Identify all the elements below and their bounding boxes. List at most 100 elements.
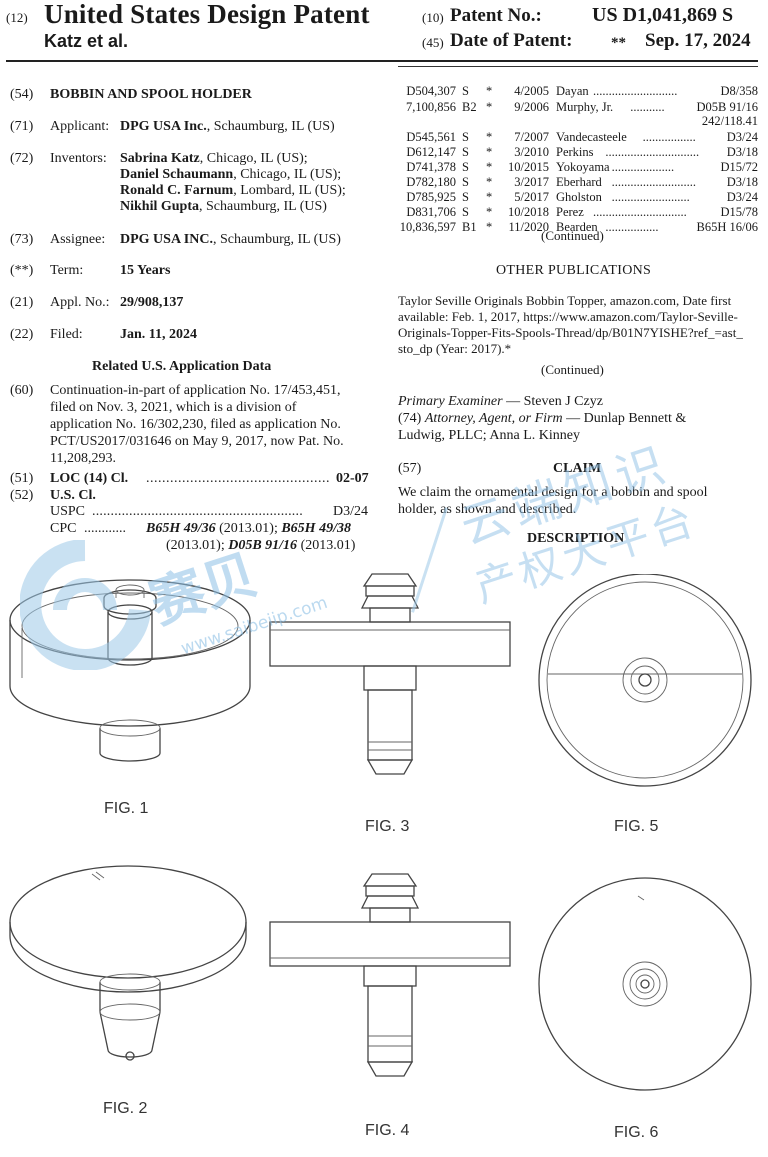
- reference-date: 5/2017: [514, 190, 549, 204]
- reference-num: D831,706: [406, 205, 456, 219]
- reference-dots: ...........: [630, 100, 665, 114]
- inid-code-21: (21): [10, 295, 34, 310]
- figure-6-label: FIG. 6: [614, 1124, 659, 1141]
- loc-dots: ........................................…: [146, 471, 330, 486]
- reference-star: *: [486, 160, 493, 174]
- inid-code-45: (45): [422, 35, 444, 50]
- reference-name: Yokoyama: [556, 160, 610, 174]
- reference-num: D782,180: [406, 175, 456, 189]
- reference-num: 7,100,856: [406, 100, 456, 114]
- continued-label: (Continued): [541, 362, 604, 377]
- reference-num: D785,925: [406, 190, 456, 204]
- claim-title: CLAIM: [553, 461, 602, 476]
- reference-num: D612,147: [406, 145, 456, 159]
- reference-name: Murphy, Jr.: [556, 100, 614, 114]
- date-of-patent: Sep. 17, 2024: [645, 30, 751, 51]
- reference-name: Gholston: [556, 190, 602, 204]
- reference-cls: D3/18: [726, 145, 758, 159]
- cpc-dots: ............: [84, 521, 126, 536]
- assignee: DPG USA INC., Schaumburg, IL (US): [120, 232, 341, 247]
- inid-code-52: (52): [10, 488, 34, 503]
- inid-code-60: (60): [10, 383, 34, 398]
- inid-code-73: (73): [10, 232, 34, 247]
- figure-4-drawing: [269, 873, 511, 1077]
- reference-cls: 242/118.41: [701, 114, 758, 128]
- appl-no: 29/908,137: [120, 295, 184, 310]
- reference-star: *: [486, 84, 493, 98]
- inid-code-54: (54): [10, 87, 34, 102]
- reference-cls: D3/24: [726, 190, 758, 204]
- reference-kind: S: [462, 175, 469, 189]
- reference-name: Perkins: [556, 145, 594, 159]
- reference-star: *: [486, 175, 493, 189]
- loc-value: 02-07: [336, 471, 369, 486]
- uspc-dots: ........................................…: [92, 504, 303, 519]
- applicant: DPG USA Inc., Schaumburg, IL (US): [120, 119, 335, 134]
- uspc-label: USPC: [50, 504, 86, 519]
- reference-date: 3/2010: [514, 145, 549, 159]
- reference-date: 11/2020: [508, 220, 549, 234]
- reference-star: *: [486, 130, 493, 144]
- reference-kind: S: [462, 130, 469, 144]
- inid-code-51: (51): [10, 471, 34, 486]
- description-title: DESCRIPTION: [527, 531, 625, 546]
- reference-star: *: [486, 220, 493, 234]
- term-value: 15 Years: [120, 263, 171, 278]
- assignee-label: Assignee:: [50, 232, 106, 247]
- reference-num: D741,378: [406, 160, 456, 174]
- figure-3-label: FIG. 3: [365, 818, 410, 835]
- cpc-line-1: B65H 49/36 (2013.01); B65H 49/38: [146, 521, 351, 536]
- figure-3-drawing: [269, 573, 511, 775]
- applicant-label: Applicant:: [50, 119, 110, 134]
- continued-label: (Continued): [541, 228, 604, 243]
- inventor-line: Sabrina Katz, Chicago, IL (US);: [120, 151, 308, 166]
- inid-code-72: (72): [10, 151, 34, 166]
- inid-code-term: (**): [10, 263, 34, 278]
- reference-star: *: [486, 145, 493, 159]
- header-rule: [6, 60, 758, 62]
- figure-5-drawing: [538, 574, 752, 787]
- reference-name: Eberhard: [556, 175, 602, 189]
- inid-code-10: (10): [422, 10, 444, 25]
- continuation-text: Continuation-in-part of application No. …: [50, 383, 344, 466]
- inventor-line: Ronald C. Farnum, Lombard, IL (US);: [120, 183, 346, 198]
- design-title: BOBBIN AND SPOOL HOLDER: [50, 87, 252, 102]
- figure-2-label: FIG. 2: [103, 1100, 148, 1117]
- attorney-line-2: Ludwig, PLLC; Anna L. Kinney: [398, 428, 580, 443]
- reference-cls: D15/72: [720, 160, 759, 174]
- inid-code-12: (12): [6, 10, 28, 25]
- cpc-label: CPC: [50, 521, 77, 536]
- reference-date: 9/2006: [514, 100, 549, 114]
- reference-date: 10/2015: [508, 160, 549, 174]
- reference-kind: B1: [462, 220, 477, 234]
- reference-star: *: [486, 205, 493, 219]
- reference-dots: .................: [642, 130, 696, 144]
- reference-dots: ..............................: [593, 205, 687, 219]
- reference-name: Dayan: [556, 84, 589, 98]
- reference-kind: S: [462, 160, 469, 174]
- term-label: Term:: [50, 263, 84, 278]
- reference-dots: ..............................: [605, 145, 700, 159]
- inid-code-22: (22): [10, 327, 34, 342]
- figure-1-drawing: [9, 579, 251, 762]
- reference-cls: D3/24: [726, 130, 758, 144]
- reference-kind: S: [462, 190, 469, 204]
- reference-star: *: [486, 190, 493, 204]
- figure-2-drawing: [9, 865, 247, 1061]
- inventor-line: Daniel Schaumann, Chicago, IL (US);: [120, 167, 342, 182]
- reference-star: *: [486, 100, 493, 114]
- figure-6-drawing: [538, 877, 752, 1091]
- patent-number-label: Patent No.:: [450, 5, 542, 26]
- claim-text: We claim the ornamental design for a bob…: [398, 485, 708, 517]
- figure-1-label: FIG. 1: [104, 800, 149, 817]
- filed-label: Filed:: [50, 327, 83, 342]
- reference-name: Vandecasteele: [556, 130, 627, 144]
- other-publication: Taylor Seville Originals Bobbin Topper, …: [398, 293, 743, 356]
- filed-date: Jan. 11, 2024: [120, 327, 198, 342]
- term-extension-mark: **: [611, 35, 626, 51]
- attorney-line-1: (74) Attorney, Agent, or Firm — Dunlap B…: [398, 411, 687, 426]
- reference-date: 7/2007: [514, 130, 549, 144]
- reference-cls: D05B 91/16: [696, 100, 758, 114]
- reference-kind: B2: [462, 100, 477, 114]
- reference-cls: B65H 16/06: [696, 220, 758, 234]
